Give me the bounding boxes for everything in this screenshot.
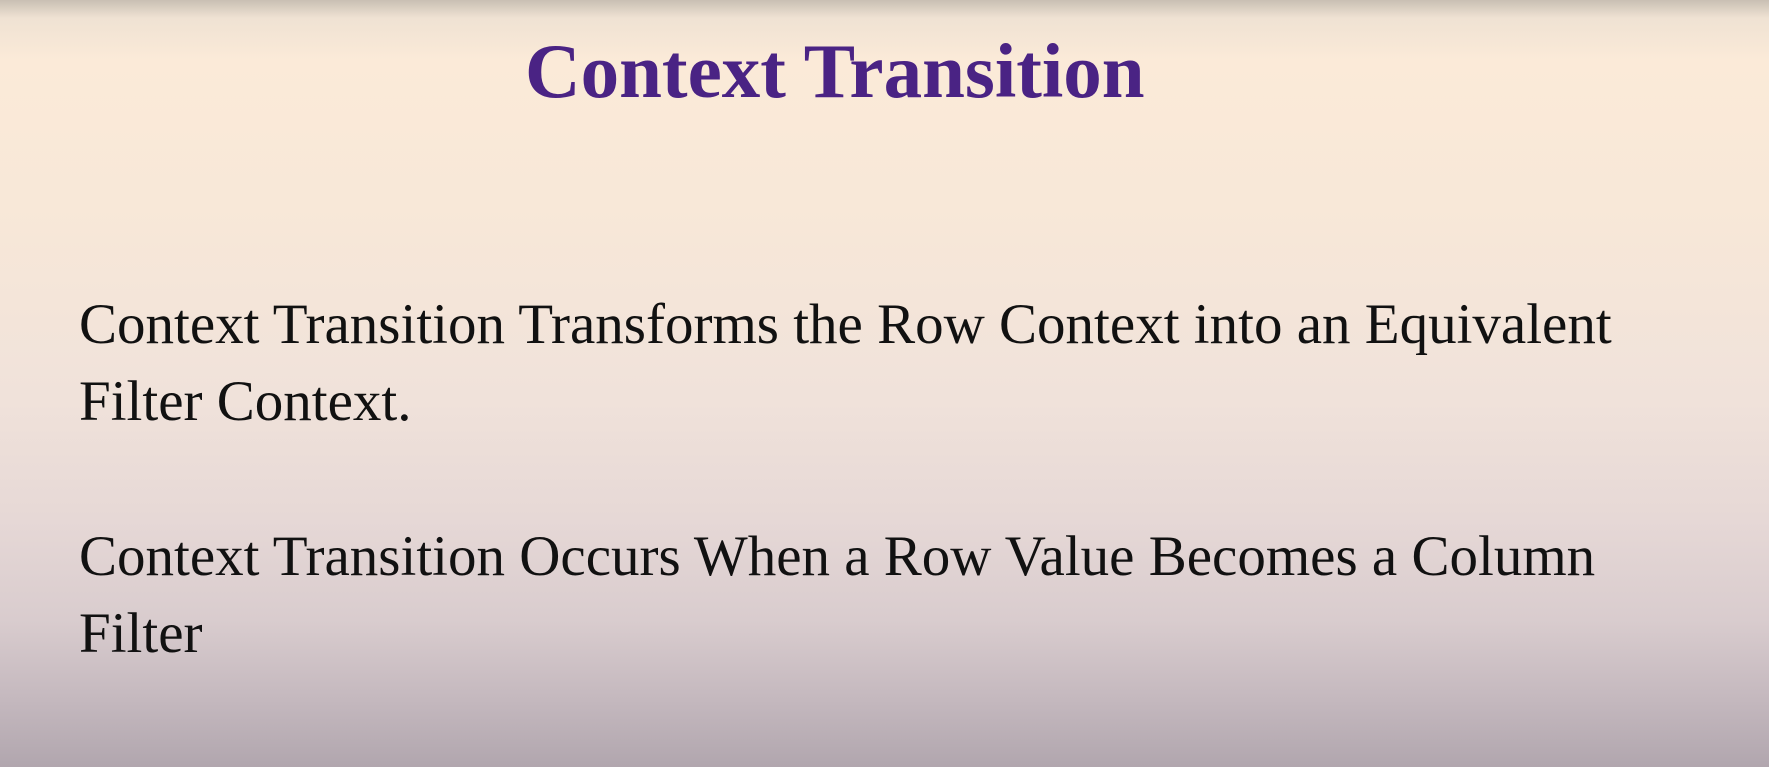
paragraph-line: Filter [79, 602, 203, 665]
paragraph-line: Context Transition Transforms the Row Co… [79, 293, 1612, 356]
paragraph-line: Context Transition Occurs When a Row Val… [79, 525, 1596, 588]
paragraph-context-transition-definition: Context Transition Transforms the Row Co… [79, 286, 1739, 440]
slide-title: Context Transition [525, 28, 1145, 114]
paragraph-line: Filter Context. [79, 370, 412, 433]
paragraph-context-transition-occurrence: Context Transition Occurs When a Row Val… [79, 518, 1739, 672]
